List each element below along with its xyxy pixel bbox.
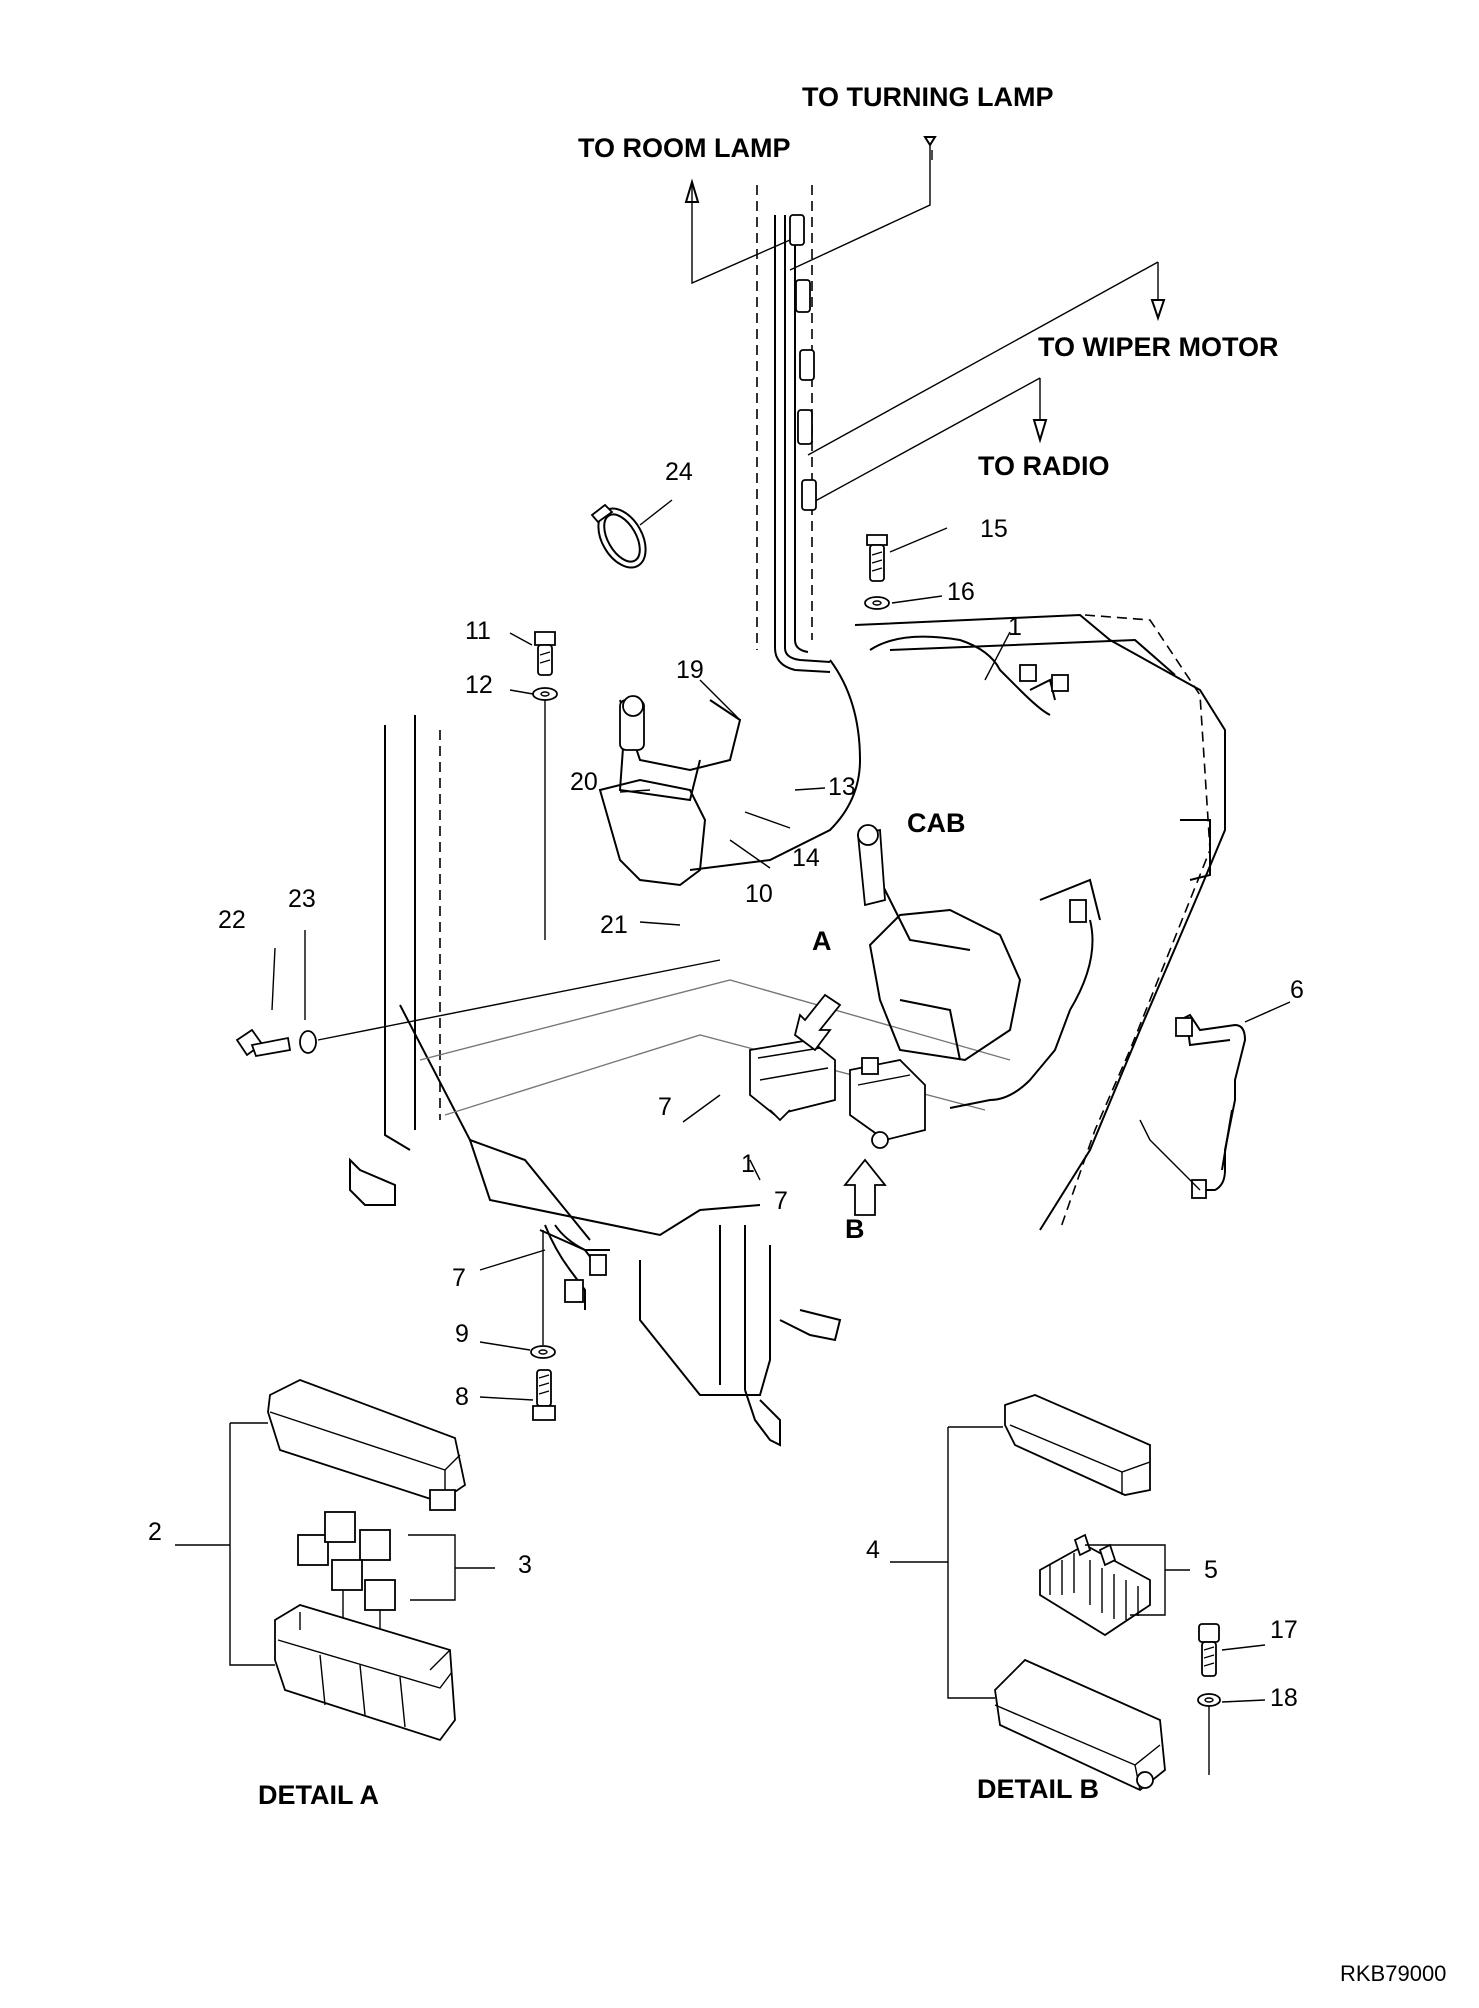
detail-a-relays-part-3 <box>297 1511 396 1640</box>
callout-7-c: 7 <box>452 1264 466 1292</box>
callout-4: 4 <box>866 1536 880 1564</box>
callout-23: 23 <box>288 885 316 913</box>
vertical-harness-loom <box>756 185 831 673</box>
label-to-wiper-motor: TO WIPER MOTOR <box>1038 332 1279 362</box>
washer-part-9 <box>530 1230 556 1359</box>
callout-10: 10 <box>745 880 773 908</box>
washer-part-16 <box>864 596 890 610</box>
detail-a-leaders <box>175 1422 495 1666</box>
detail-b-base-part-4 <box>994 1658 1166 1792</box>
callout-8: 8 <box>455 1383 469 1411</box>
callout-17: 17 <box>1270 1616 1298 1644</box>
callout-18: 18 <box>1270 1684 1298 1712</box>
callout-24: 24 <box>665 458 693 486</box>
sub-harness-part-6 <box>1139 1013 1247 1199</box>
callout-20: 20 <box>570 768 598 796</box>
callout-22: 22 <box>218 906 246 934</box>
callout-21: 21 <box>600 911 628 939</box>
bolt-part-11 <box>534 631 556 676</box>
washer-part-18 <box>1197 1693 1221 1775</box>
label-to-room-lamp: TO ROOM LAMP <box>578 133 791 163</box>
drawing-code: RKB79000 <box>1340 1961 1446 1986</box>
callout-19: 19 <box>676 656 704 684</box>
label-view-a: A <box>812 926 832 956</box>
detail-b-leaders <box>890 1426 1190 1699</box>
bolt-part-22 <box>235 1028 292 1058</box>
label-to-turning-lamp: TO TURNING LAMP <box>802 82 1054 112</box>
callout-13: 13 <box>828 773 856 801</box>
label-detail-b: DETAIL B <box>977 1774 1099 1804</box>
label-to-radio: TO RADIO <box>978 451 1110 481</box>
callout-7-b: 7 <box>774 1187 788 1215</box>
cab-frame <box>349 613 1226 1447</box>
label-cab: CAB <box>907 808 966 838</box>
callout-1-top: 1 <box>1008 613 1022 641</box>
callout-leaders <box>271 527 1291 1703</box>
callout-12: 12 <box>465 671 493 699</box>
washer-part-23 <box>299 959 721 1054</box>
callout-2: 2 <box>148 1518 162 1546</box>
bolt-part-15 <box>866 534 888 582</box>
fuse-box-a-installed <box>749 1039 836 1122</box>
callout-15: 15 <box>980 515 1008 543</box>
callout-14: 14 <box>792 844 820 872</box>
view-arrow-a <box>793 993 842 1052</box>
washer-part-12 <box>532 687 558 940</box>
detail-a-base-part <box>274 1604 456 1742</box>
destination-leaders <box>684 136 1166 506</box>
bolt-part-8 <box>532 1369 556 1421</box>
callout-3: 3 <box>518 1551 532 1579</box>
callout-9: 9 <box>455 1320 469 1348</box>
detail-a-cover-part-2 <box>267 1379 467 1511</box>
detail-b-cover-part <box>1004 1394 1151 1496</box>
callout-16: 16 <box>947 578 975 606</box>
fuse-box-b-installed <box>849 1057 926 1149</box>
label-detail-a: DETAIL A <box>258 1780 379 1810</box>
callout-5: 5 <box>1204 1556 1218 1584</box>
callout-6: 6 <box>1290 976 1304 1004</box>
cable-tie-part-24 <box>590 499 673 569</box>
label-view-b: B <box>845 1214 865 1244</box>
callout-1-mid: 1 <box>741 1150 755 1178</box>
callout-7-a: 7 <box>658 1093 672 1121</box>
detail-b-fuses-part-5 <box>1039 1533 1151 1637</box>
screw-part-17 <box>1198 1623 1220 1677</box>
view-arrow-b <box>843 1158 887 1216</box>
callout-11: 11 <box>465 617 491 645</box>
